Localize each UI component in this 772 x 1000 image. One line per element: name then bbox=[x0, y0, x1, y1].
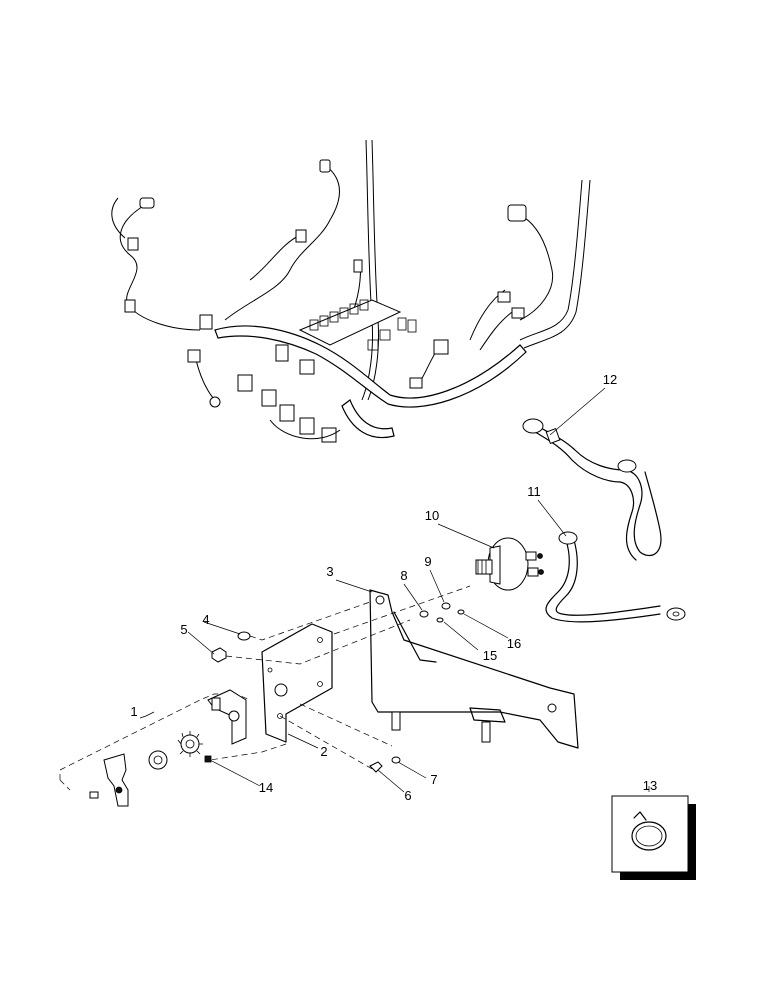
callout-2: 2 bbox=[320, 744, 327, 759]
callout-1: 1 bbox=[130, 704, 137, 719]
bolt-part-5 bbox=[211, 647, 227, 663]
ground-cable-part-11 bbox=[545, 531, 686, 623]
latch-assembly-part-1 bbox=[59, 689, 251, 807]
assembly-lines bbox=[209, 585, 471, 771]
washer-part-8 bbox=[419, 610, 429, 618]
callout-4: 4 bbox=[202, 612, 209, 627]
washer-part-4 bbox=[237, 631, 251, 641]
inset-box-part-13 bbox=[611, 795, 696, 880]
callout-labels: 12 11 10 3 8 9 15 16 4 5 1 2 14 6 7 13 bbox=[130, 372, 657, 803]
callout-8: 8 bbox=[400, 568, 407, 583]
wiring-harness bbox=[111, 139, 591, 443]
callout-9: 9 bbox=[424, 554, 431, 569]
callout-16: 16 bbox=[507, 636, 521, 651]
callout-10: 10 bbox=[425, 508, 439, 523]
mounting-plate-part-2 bbox=[261, 623, 333, 743]
lockwasher-part-16 bbox=[457, 609, 465, 615]
callout-11: 11 bbox=[527, 484, 541, 499]
washer-part-7 bbox=[391, 756, 401, 764]
hardware-items bbox=[211, 602, 465, 773]
lockwasher-part-15 bbox=[436, 617, 444, 623]
nut-part-9 bbox=[441, 602, 451, 610]
callout-6: 6 bbox=[404, 788, 411, 803]
callout-13: 13 bbox=[643, 778, 657, 793]
leader-lines bbox=[139, 387, 650, 793]
callout-14: 14 bbox=[259, 780, 273, 795]
screw-part-6 bbox=[369, 761, 383, 773]
callout-12: 12 bbox=[603, 372, 617, 387]
mounting-bracket-part-3 bbox=[369, 589, 579, 749]
pressure-switch-part-10 bbox=[475, 537, 544, 591]
callout-5: 5 bbox=[180, 622, 187, 637]
callout-3: 3 bbox=[326, 564, 333, 579]
battery-cable-part-12 bbox=[522, 418, 662, 561]
callout-7: 7 bbox=[430, 772, 437, 787]
callout-15: 15 bbox=[483, 648, 497, 663]
